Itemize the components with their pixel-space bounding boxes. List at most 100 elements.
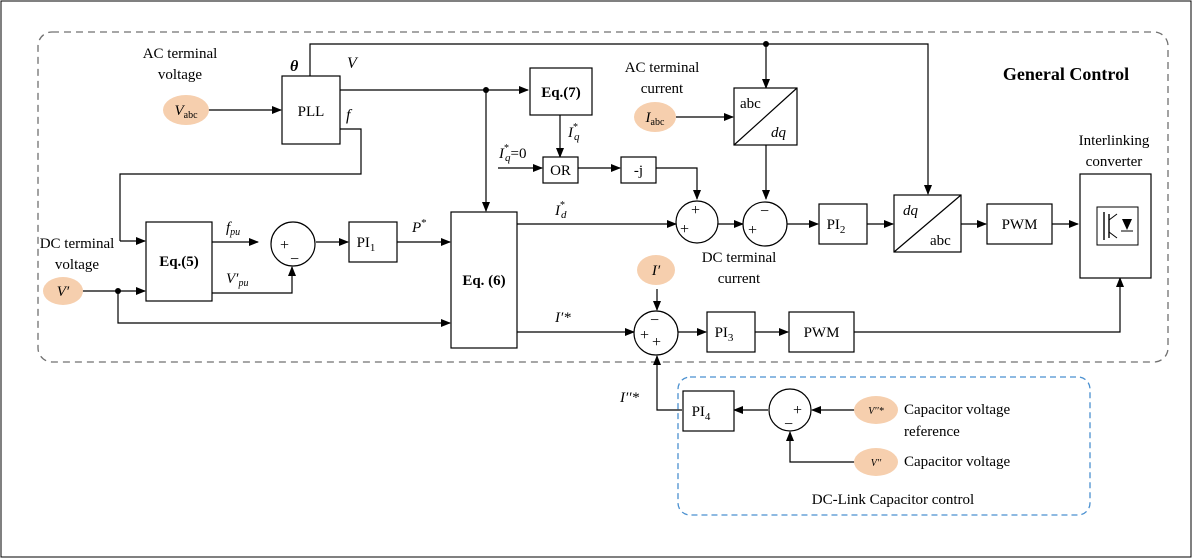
signal-vprime: V′ [43,277,83,305]
signal-iabc: Iabc [634,102,676,132]
vpu-symbol: V′ [226,271,239,287]
signal-vabc-label: V [174,103,185,119]
svg-text:Iabc: Iabc [645,110,665,128]
svg-text:P*: P* [411,217,427,236]
dc-link-control-boundary [677,376,1091,516]
ac-terminal-current-label-1: AC terminal [625,60,700,76]
signal-capacitor-voltage-reference: V′′* [854,396,898,424]
svg-text:PI3: PI3 [715,325,734,344]
eq6-label: Eq. (6) [462,273,505,289]
svg-text:PI4: PI4 [692,404,711,423]
dc-terminal-voltage-label-1: DC terminal [40,236,115,252]
iq0-symbol: I [498,146,505,162]
sum-dc-plus-left: + [640,327,649,344]
id-sub: d [561,209,567,221]
theta-symbol: θ [290,58,299,75]
iq0-star: * [504,143,509,154]
sum-frequency-minus: − [290,251,299,268]
pi4-label: PI [692,404,705,420]
pi3-sub: 3 [728,332,734,344]
iq-star: * [573,122,578,133]
iq0-value: =0 [511,146,527,162]
sum-dc-current: − + + [633,310,679,356]
dq-abc-top-label: dq [903,203,919,219]
svg-text:I*q=0: I*q=0 [498,143,526,164]
p-star-symbol: P [411,220,421,236]
eq5-block: Eq.(5) [145,221,213,302]
general-control-boundary [37,31,1169,363]
wire-theta [309,43,932,195]
pi1-block: PI1 [348,221,398,263]
general-control-title: General Control [1003,64,1129,84]
pi3-block: PI3 [706,311,756,353]
pll-label: PLL [298,104,325,120]
eq6-block: Eq. (6) [450,211,518,349]
sum-capacitor-minus: − [784,416,793,433]
svg-text:I*q: I*q [567,122,580,143]
pi2-sub: 2 [840,224,846,236]
minus-j-block: -j [620,156,657,184]
pwm-bottom-label: PWM [804,325,840,341]
pi4-block: PI4 [682,390,735,432]
dq-abc-block: dq abc [893,194,962,253]
f-symbol: f [346,107,353,124]
signal-iprime-label: I′ [651,263,661,279]
pi1-label: PI [357,235,370,251]
vpu-sub: pu [237,278,248,289]
interlinking-converter-block [1079,173,1152,279]
idprime-star-symbol: I′′* [619,390,640,406]
pi2-label: PI [827,217,840,233]
dc-terminal-current-label-1: DC terminal [702,250,777,266]
signal-vref-label: V′′* [868,406,883,417]
abc-dq-block: abc dq [733,87,798,146]
svg-text:I*d: I*d [554,200,567,221]
eq7-block: Eq.(7) [529,67,593,116]
fpu-symbol: f [226,220,232,236]
wire-pwm-converter-bottom [854,277,1124,333]
sum-dc-minus: − [650,312,659,329]
dc-terminal-voltage-label-2: voltage [55,257,99,273]
capacitor-voltage-reference-label-2: reference [904,424,960,440]
interlinking-converter-label-1: Interlinking [1079,133,1150,149]
junction-vprime [115,288,121,294]
sum-d-current: + + [675,200,719,244]
junction-v [483,87,489,93]
wire-vpu [212,266,296,294]
id-star: * [560,200,565,211]
pi3-label: PI [715,325,728,341]
dq-abc-bottom-label: abc [930,233,951,249]
p-star-sup: * [421,217,427,229]
fpu-sub: pu [229,227,240,238]
sum-dc-plus-bottom: + [652,334,661,351]
pwm-top-block: PWM [986,203,1053,245]
signal-vabc-sub: abc [184,110,198,121]
svg-text:fpu: fpu [226,220,240,238]
signal-vcap-label: V′′ [871,458,882,469]
eq5-label: Eq.(5) [159,254,199,270]
pi2-block: PI2 [818,203,868,245]
wire-j-sumd [656,167,701,200]
pi1-sub: 1 [370,242,376,254]
signal-vprime-label: V′ [57,284,70,300]
or-block: OR [542,156,579,184]
pwm-bottom-block: PWM [788,311,855,353]
junction-theta [763,41,769,47]
iprime-star-symbol: I′* [554,310,571,326]
wire-vprime-eq6 [117,291,451,327]
dc-link-capacitor-control-label: DC-Link Capacitor control [812,492,974,508]
svg-text:PI1: PI1 [357,235,376,254]
signal-capacitor-voltage: V′′ [854,448,898,476]
iq-symbol: I [567,125,574,141]
interlinking-converter-label-2: converter [1086,154,1143,170]
pwm-top-label: PWM [1002,217,1038,233]
v-symbol: V [347,55,359,72]
dc-terminal-current-label-2: current [718,271,761,287]
eq7-label: Eq.(7) [541,85,581,101]
iq-sub: q [574,131,580,143]
ac-terminal-voltage-label-1: AC terminal [143,46,218,62]
abc-dq-top-label: abc [740,96,761,112]
sum-frequency: + − [270,221,316,268]
sum-current-error-plus: + [748,222,757,239]
